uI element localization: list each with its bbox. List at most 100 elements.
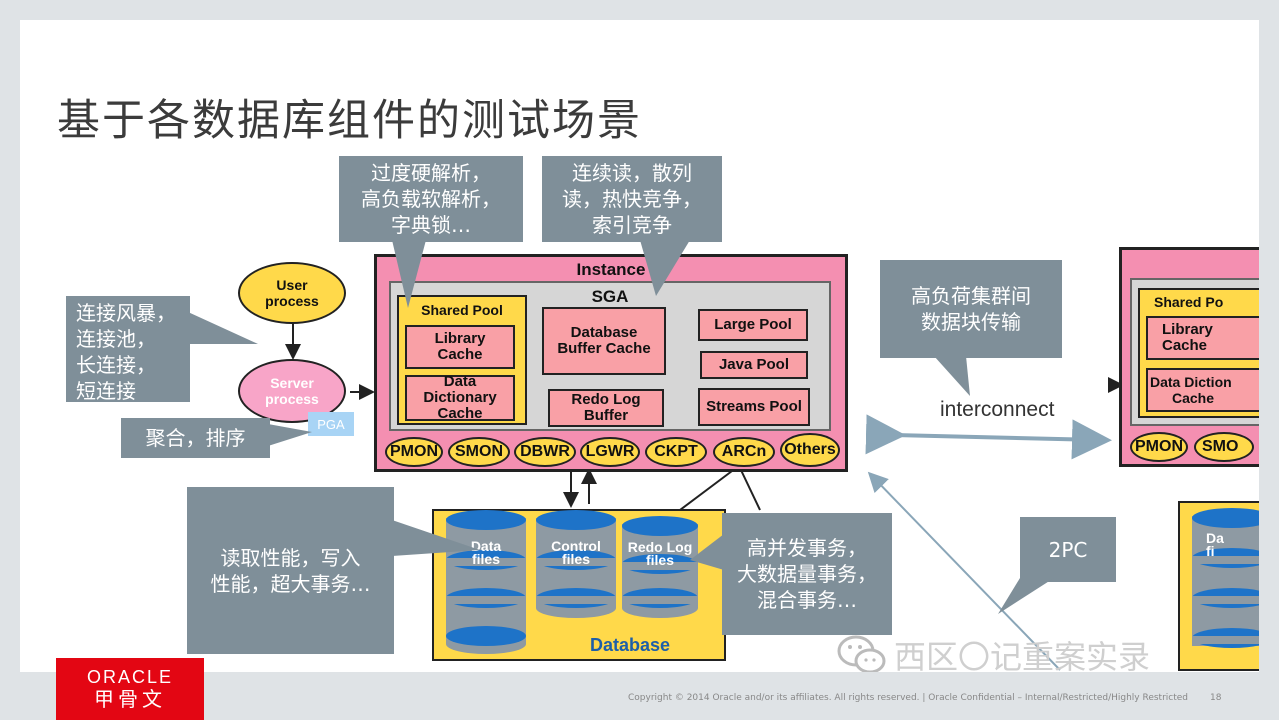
library-cache-label-2: Cache	[437, 346, 483, 363]
sga-label: SGA	[591, 287, 629, 306]
server-process-label-1: Server	[270, 375, 314, 391]
java-pool-box: Java Pool	[700, 351, 808, 379]
redo-buffer-label-1: Redo Log	[571, 391, 641, 408]
data-files-label-2: files	[471, 551, 500, 567]
remote-shared-pool-box: Shared Po Library Cache Data Diction Cac…	[1138, 288, 1259, 418]
callout-2pc-pointer	[998, 578, 1054, 614]
callout-tx-line-2: 大数据量事务，	[737, 562, 877, 586]
connector-lines	[285, 323, 1124, 671]
remote-dictionary-box: Data Diction Cache	[1146, 368, 1259, 412]
callout-conn-line-2: 连接池，	[76, 327, 156, 351]
remote-dict-label-2: Cache	[1172, 390, 1215, 406]
remote-library-label-1: Library	[1162, 321, 1213, 338]
db-buffer-label-1: Database	[570, 324, 638, 341]
database-label: Database	[590, 635, 671, 655]
callout-aggregation: 聚合，排序	[121, 418, 270, 458]
callout-reads-line-1: 连续读，散列	[572, 161, 692, 185]
library-cache-box: Library Cache	[405, 325, 515, 369]
callout-io-line-1: 读取性能，写入	[220, 545, 361, 570]
callout-reads-line-2: 读，热快竞争，	[562, 187, 702, 211]
callout-cluster: 高负荷集群间 数据块传输	[880, 260, 1062, 358]
data-files-cylinder	[446, 510, 526, 654]
callout-tx-line-3: 混合事务…	[757, 588, 857, 612]
callout-transactions-pointer	[690, 534, 724, 570]
server-process-label-2: process	[265, 391, 319, 407]
callout-parsing-pointer	[392, 240, 426, 308]
watermark: 西区〇记重案实录	[836, 632, 1150, 672]
control-files-label-2: files	[561, 551, 590, 567]
callout-cluster-pointer	[934, 356, 970, 396]
remote-data-files-label: Da fi	[1206, 530, 1224, 559]
process-arcn: ARCn	[713, 437, 775, 467]
process-ckpt: CKPT	[645, 437, 707, 467]
server-process: Server process	[238, 359, 346, 423]
database-buffer-cache-box: Database Buffer Cache	[542, 307, 666, 375]
remote-sga-box: Shared Po Library Cache Data Diction Cac…	[1130, 278, 1259, 426]
redo-log-files-cylinder	[622, 516, 698, 618]
data-dictionary-label-2: Cache	[437, 405, 483, 422]
callout-conn-line-4: 短连接	[76, 379, 136, 403]
remote-process-smon: SMO	[1194, 432, 1254, 462]
callout-reads-pointer	[640, 240, 690, 296]
callout-transactions: 高并发事务， 大数据量事务， 混合事务…	[722, 513, 892, 635]
watermark-text: 西区〇记重案实录	[894, 638, 1151, 672]
remote-data-label-2: fi	[1206, 543, 1215, 559]
callout-io-pointer	[392, 520, 480, 556]
redo-log-files-label: Redo Log files	[622, 539, 698, 568]
data-dictionary-label-1: Data Dictionary	[423, 373, 497, 406]
callout-parsing-line-1: 过度硬解析，	[371, 161, 491, 185]
callout-conn-line-1: 连接风暴，	[76, 301, 176, 325]
sga-box: SGA Shared Pool Library Cache Data Dicti…	[389, 281, 831, 431]
library-cache-label-1: Library	[434, 330, 486, 347]
process-lgwr: LGWR	[580, 437, 640, 467]
redo-log-buffer-box: Redo Log Buffer	[548, 389, 664, 427]
interconnect-label: interconnect	[940, 398, 1055, 421]
oracle-logo-cn: 甲骨文	[94, 687, 166, 711]
instance-label: Instance	[576, 260, 646, 279]
remote-dict-label-1: Data Diction	[1150, 374, 1232, 390]
redo-files-label-1: Redo Log	[627, 539, 693, 555]
page-title: 基于各数据库组件的测试场景	[57, 96, 642, 146]
redo-files-label-2: files	[645, 552, 674, 568]
redo-buffer-label-2: Buffer	[583, 407, 629, 424]
shared-pool-label: Shared Pool	[421, 302, 503, 318]
callout-connections-pointer	[188, 312, 258, 344]
process-others: Others	[780, 433, 840, 467]
callout-reads-line-3: 索引竞争	[592, 213, 672, 237]
remote-instance-box: Shared Po Library Cache Data Diction Cac…	[1119, 247, 1259, 467]
data-dictionary-cache-box: Data Dictionary Cache	[405, 373, 515, 422]
remote-library-label-2: Cache	[1162, 337, 1208, 354]
slide: 基于各数据库组件的测试场景 Instance SGA	[20, 20, 1259, 672]
user-process-label-1: User	[276, 277, 308, 293]
process-smon: SMON	[448, 437, 510, 467]
wechat-icon	[837, 635, 886, 672]
callout-io: 读取性能，写入 性能，超大事务…	[187, 487, 394, 654]
remote-library-cache-box: Library Cache	[1146, 316, 1259, 360]
remote-process-pmon: PMON	[1130, 432, 1188, 462]
process-dbwr: DBWR	[514, 437, 576, 467]
control-files-label: Control files	[536, 538, 616, 567]
remote-shared-pool-label: Shared Po	[1154, 294, 1224, 310]
pga-box: PGA	[308, 412, 354, 436]
callout-connections: 连接风暴， 连接池， 长连接， 短连接	[66, 296, 190, 403]
callout-parsing: 过度硬解析， 高负载软解析， 字典锁…	[339, 156, 523, 242]
callout-cluster-line-1: 高负荷集群间	[911, 284, 1031, 308]
oracle-logo: ORACLE 甲骨文	[56, 658, 204, 720]
disk-cylinders	[446, 510, 698, 654]
streams-pool-box: Streams Pool	[698, 388, 810, 426]
callout-conn-line-3: 长连接，	[76, 353, 156, 377]
copyright-text: Copyright © 2014 Oracle and/or its affil…	[628, 693, 1189, 703]
control-files-label-1: Control	[551, 538, 601, 554]
user-process: User process	[238, 262, 346, 324]
callout-tx-line-1: 高并发事务，	[747, 536, 867, 560]
process-pmon: PMON	[385, 437, 443, 467]
remote-data-label-1: Da	[1206, 530, 1224, 546]
shared-pool-box: Shared Pool Library Cache Data Dictionar…	[397, 295, 527, 425]
user-process-label-2: process	[265, 293, 319, 309]
large-pool-box: Large Pool	[698, 309, 808, 341]
callout-parsing-line-3: 字典锁…	[391, 213, 471, 237]
callout-reads: 连续读，散列 读，热快竞争， 索引竞争	[542, 156, 722, 242]
oracle-logo-text: ORACLE	[86, 667, 174, 687]
callout-2pc: 2PC	[1020, 517, 1116, 582]
data-files-label: Data files	[446, 539, 526, 567]
